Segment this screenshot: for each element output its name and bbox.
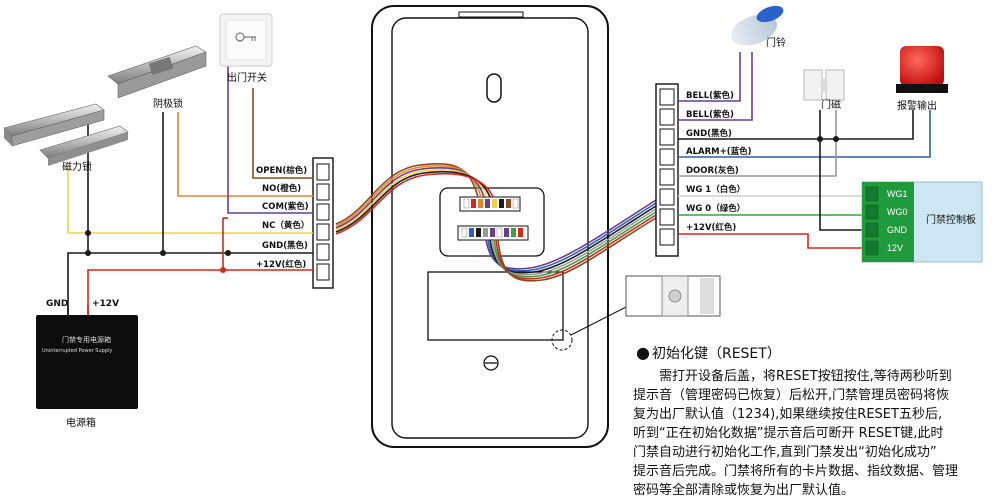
door-sensor-image [803,69,845,101]
reader-connector-bottom [457,225,529,241]
right-term-label-4: DOOR(灰色) [686,166,739,176]
psu-subtitle: Uninterrupted Power Supply [42,348,113,354]
left-term-label-0: OPEN(棕色) [256,166,308,176]
psu-leads [67,305,89,316]
reset-note-line: 复为出厂默认值（1234),如果继续按住RESET五秒后, [633,407,943,422]
label-supply-gnd: GND [46,299,69,309]
label-maglock: 磁力锁 [62,162,92,173]
right-term-label-7: +12V(红色) [686,223,737,233]
controller-term-1: WG0 [887,207,908,217]
right-term-label-6: WG 0（绿色） [686,204,746,214]
label-door-sensor: 门磁 [821,100,841,111]
left-term-label-5: +12V(红色) [256,260,307,270]
right-term-label-1: BELL(紫色) [686,110,734,120]
controller-term-0: WG1 [887,189,908,199]
right-term-label-5: WG 1（白色） [686,185,746,195]
strike-lock-image [107,45,207,99]
label-controller: 门禁控制板 [926,215,976,226]
wire-bundle-left [335,163,494,235]
left-term-label-4: GND(黑色) [262,241,308,251]
reset-note-title: ●初始化键（RESET） [636,343,781,362]
right-term-label-0: BELL(紫色) [686,91,734,101]
power-supply-box: 门禁专用电源箱 Uninterrupted Power Supply [36,315,138,409]
label-strike: 阴极锁 [153,99,183,110]
reader-connector-top [459,196,521,212]
right-wiring [678,52,931,249]
label-supply-12v: +12V [92,299,120,309]
reset-note-line: 需打开设备后盖，将RESET按钮按住,等待两秒听到 [659,369,952,384]
reset-note-line: 提示音后完成。门禁将所有的卡片数据、指纹数据、管理 [633,464,959,479]
exit-button-image [219,13,273,67]
left-term-label-3: NC（黄色） [262,221,310,231]
left-term-label-2: COM(紫色) [262,202,309,212]
reset-note-body: 需打开设备后盖，将RESET按钮按住,等待两秒听到 提示音（管理密码已恢复）后松… [633,367,995,500]
controller-term-3: 12V [887,243,903,253]
doorbell-image [730,5,784,46]
reset-note-line: 提示音（管理密码已恢复）后松开,门禁管理员密码将恢 [633,388,950,403]
label-doorbell: 门铃 [766,38,786,49]
left-terminal-block [312,157,334,289]
wire-bundle-right [485,199,657,282]
alarm-image [896,46,948,93]
label-exit-button: 出门开关 [227,73,267,84]
reset-note-title-text: 初始化键（RESET） [651,346,781,362]
maglock-image [3,103,129,166]
right-terminal-block [655,83,679,257]
reset-note-line: 听到“正在初始化数据”提示音后可断开 RESET键,此时 [633,426,944,441]
right-term-label-3: ALARM+(蓝色) [686,147,752,157]
controller-term-2: GND [887,225,908,235]
reset-note-line: 门禁自动进行初始化工作,直到门禁发出“初始化成功” [633,445,937,460]
label-power-box: 电源箱 [66,418,96,429]
label-alarm: 报警输出 [897,101,937,112]
left-junctions [85,230,231,273]
left-wiring [67,60,313,316]
psu-title: 门禁专用电源箱 [62,336,111,344]
left-term-label-1: NO(橙色) [262,184,302,194]
reset-detail [625,275,721,317]
right-junctions [817,136,839,142]
right-term-label-2: GND(黑色) [686,129,732,139]
controller-board: WG1 WG0 GND 12V [861,181,983,263]
